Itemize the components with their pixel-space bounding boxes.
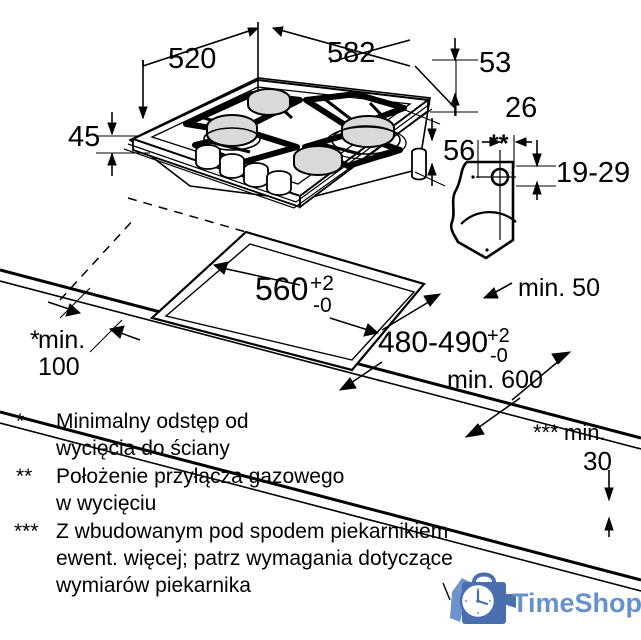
dim-label-53: 53 — [479, 47, 511, 79]
gas-connection-stub — [411, 147, 427, 181]
control-knob-4 — [266, 170, 292, 196]
dim-label-520: 520 — [168, 43, 216, 75]
dim-label-45: 45 — [68, 121, 100, 153]
control-knobs — [195, 144, 292, 196]
dim-label-min-30-group: *** min. 30 — [533, 420, 612, 476]
dim-label-min-30-marker: *** — [533, 420, 559, 445]
timeshop-watermark: TimeShop — [450, 572, 641, 624]
control-knob-1 — [195, 144, 221, 170]
dim-label-gas-marker: ** — [489, 130, 509, 158]
control-knob-3 — [243, 162, 269, 188]
burner-back-left — [247, 88, 291, 116]
hob-dimension-lines — [96, 22, 478, 187]
leader-tick — [442, 582, 451, 601]
footnote-2-marker: ** — [16, 465, 32, 488]
dim-label-560: 560 — [255, 271, 308, 307]
dim-label-min-600: min. 600 — [447, 366, 543, 394]
footnote-3-line-1: Z wbudowanym pod spodem piekarnikiem — [56, 520, 448, 543]
shopping-bag-clock-icon — [450, 572, 516, 624]
dim-label-19-29: 19-29 — [556, 157, 630, 189]
dim-label-min-30: min. — [564, 420, 606, 445]
footnote-3-line-3: wymiarów piekarnika — [55, 574, 251, 597]
dim-label-min-100-marker: * — [30, 326, 40, 354]
control-knob-2 — [219, 153, 245, 179]
footnote-3-line-2: ewent. więcej; patrz wymagania dotyczące — [56, 547, 453, 570]
dim-label-480-490-group: 480-490 +2 -0 — [378, 325, 510, 367]
rear-distance-dimension — [482, 282, 513, 299]
gas-offset-dimension — [477, 135, 532, 178]
dim-label-min-100: min. — [38, 326, 85, 354]
dim-label-min-100-value: 100 — [38, 353, 80, 381]
projection-dashed-line — [59, 197, 247, 301]
footnote-1-line-1: Minimalny odstęp od — [56, 410, 249, 433]
gas-height-dimension — [516, 140, 556, 200]
dim-label-min-30-value: 30 — [583, 446, 612, 476]
dim-label-min-50: min. 50 — [518, 274, 600, 302]
worktop-view — [0, 268, 641, 592]
dim-label-480-490-tol-upper: +2 — [487, 325, 510, 347]
footnote-3-marker: *** — [14, 520, 39, 543]
cutout-depth-dimension — [338, 293, 442, 391]
footnote-1-marker: * — [16, 410, 24, 433]
worktop-depth-dimension — [464, 351, 572, 438]
burner-back-right — [325, 115, 407, 160]
dim-label-582: 582 — [327, 37, 375, 69]
footnote-2-line-2: w wycięciu — [55, 492, 156, 515]
footnote-1-line-2: wycięcia do ściany — [55, 437, 230, 460]
below-clearance-dimension — [604, 470, 614, 537]
dim-label-560-tol-lower: -0 — [313, 294, 332, 317]
hob-appliance-view — [123, 77, 433, 209]
dim-label-560-tol-upper: +2 — [310, 272, 334, 295]
dim-label-480-490-tol-lower: -0 — [490, 345, 508, 367]
cutout-width-dimension — [212, 261, 380, 337]
footnote-2-line-1: Położenie przyłącza gazowego — [56, 465, 344, 488]
wall-distance-dimension — [47, 287, 141, 353]
burner-front-left — [203, 114, 261, 151]
gas-connection-bracket-detail — [449, 150, 517, 260]
watermark-brand-text: TimeShop — [512, 588, 641, 618]
dim-label-480-490: 480-490 — [378, 326, 488, 359]
dim-label-560-group: 560 +2 -0 — [255, 271, 334, 317]
burner-front-right — [293, 145, 343, 176]
dim-label-min-100-group: * min. 100 — [30, 326, 85, 381]
dim-label-26: 26 — [505, 92, 537, 124]
footnotes: * Minimalny odstęp od wycięcia do ściany… — [14, 410, 453, 597]
